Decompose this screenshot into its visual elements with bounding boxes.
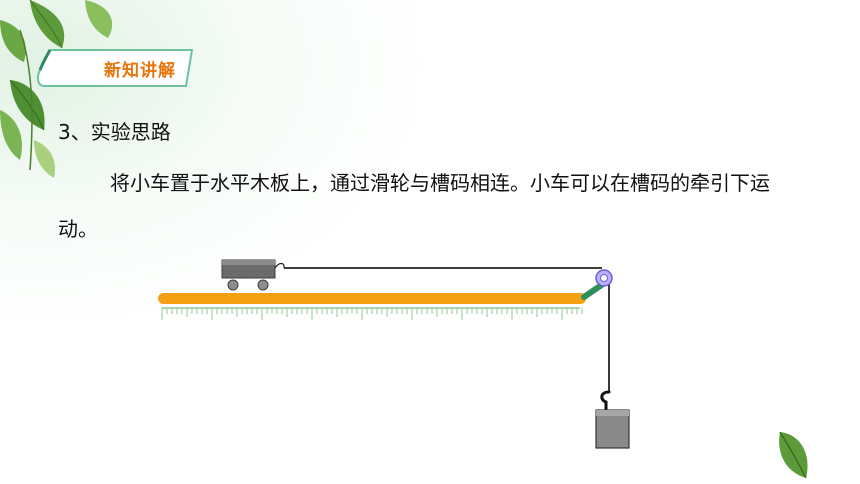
leaf-icon <box>34 140 56 178</box>
ruler <box>161 307 583 320</box>
leaf-icon <box>85 0 113 38</box>
leaf-icon <box>779 431 808 479</box>
section-heading: 3、实验思路 <box>58 120 171 144</box>
pulley-bracket <box>581 281 606 300</box>
pulley-icon <box>595 269 613 287</box>
cart-icon <box>221 259 285 291</box>
weight-icon <box>595 409 630 449</box>
wooden-board <box>158 293 586 304</box>
badge-label: 新知讲解 <box>104 61 176 81</box>
leaf-cluster-decoration <box>0 0 113 178</box>
section-badge: 新知讲解 <box>36 48 196 88</box>
badge-shape <box>36 49 194 87</box>
leaf-icon <box>9 79 45 131</box>
hook-icon <box>600 390 611 413</box>
leaf-icon <box>0 110 22 160</box>
description-paragraph: 将小车置于水平木板上，通过滑轮与槽码相连。小车可以在槽码的牵引下运动。 <box>58 171 770 241</box>
leaf-icon <box>29 0 65 49</box>
leaf-icon <box>0 20 26 62</box>
